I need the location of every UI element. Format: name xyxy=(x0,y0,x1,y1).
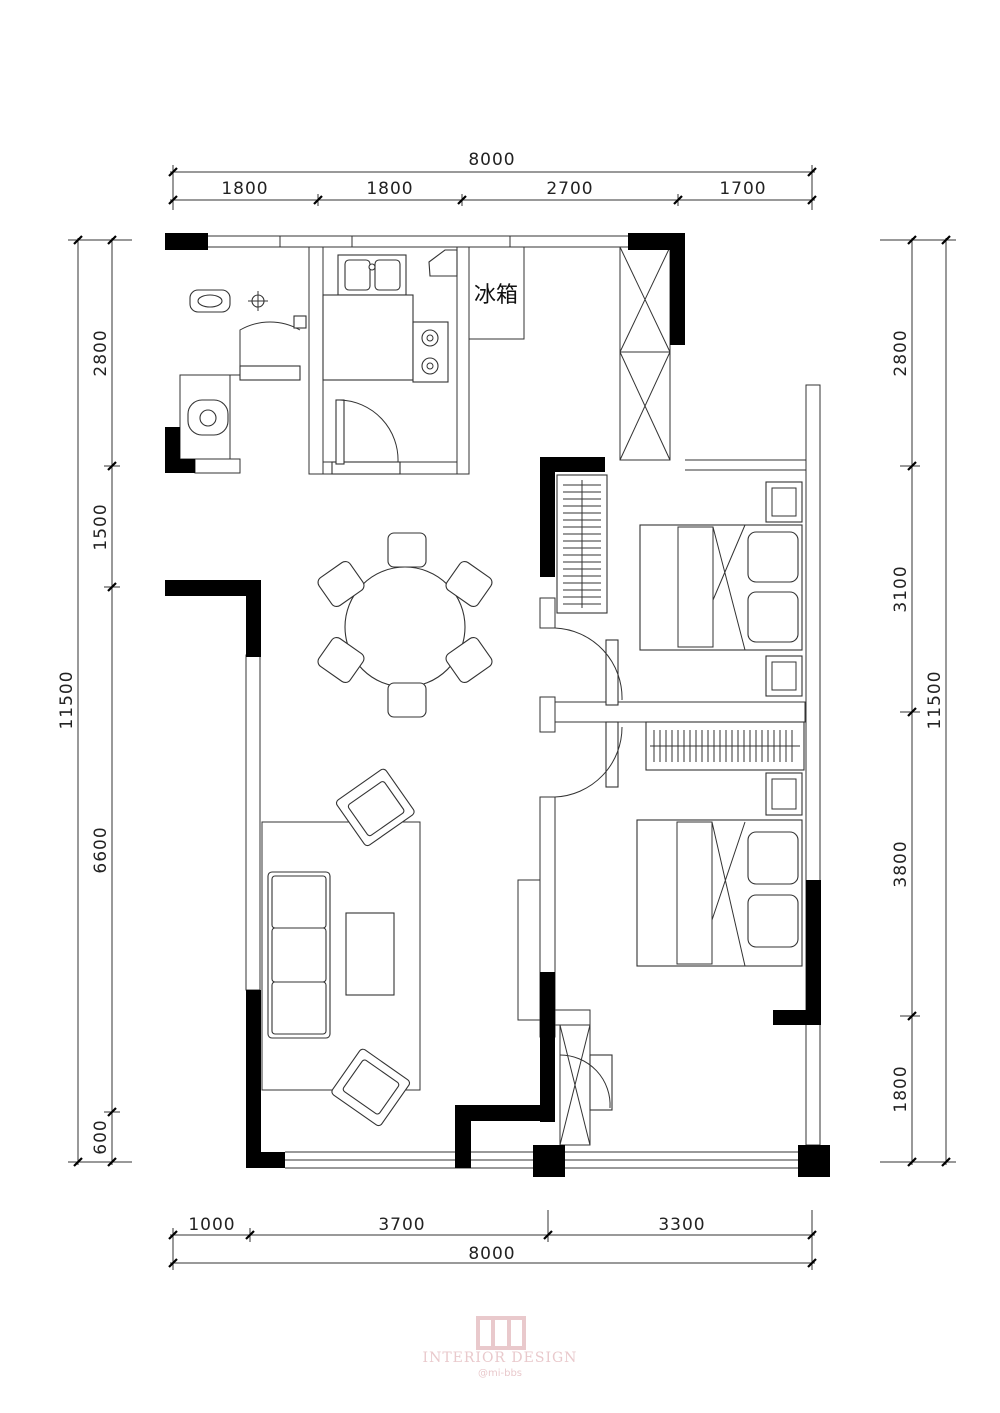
top-total-dimension: 8000 xyxy=(468,150,515,170)
dining-chairs xyxy=(317,532,493,718)
bottom-dimension-lines xyxy=(168,1210,817,1270)
right-dimension-1: 2800 xyxy=(891,329,911,376)
watermark-text: INTERIOR DESIGN xyxy=(423,1350,578,1366)
solid-walls xyxy=(165,233,830,1177)
floor-drain xyxy=(248,291,268,311)
bathroom-2-door xyxy=(559,1054,613,1111)
right-dimension-lines xyxy=(880,235,956,1167)
dining-chair xyxy=(387,682,427,718)
dining-chair xyxy=(317,636,365,684)
bedroom-2-door xyxy=(554,721,623,798)
left-dimension-1: 2800 xyxy=(91,329,111,376)
bottom-total-dimension: 8000 xyxy=(468,1244,515,1264)
bottom-dimension-3: 3300 xyxy=(658,1215,705,1235)
wardrobe-bedroom-2 xyxy=(645,721,805,771)
range-hood-corner xyxy=(428,249,458,277)
dining-chair xyxy=(445,560,493,608)
dining-chair xyxy=(317,560,365,608)
fridge-label: 冰箱 xyxy=(474,283,518,308)
armchair-top xyxy=(335,768,415,847)
left-dimension-2: 1500 xyxy=(91,503,111,550)
kitchen-sink xyxy=(337,254,407,296)
left-total-dimension: 11500 xyxy=(57,670,77,729)
squat-toilet xyxy=(189,289,231,313)
armchair-bottom xyxy=(331,1048,411,1127)
left-dimension-lines xyxy=(68,235,132,1167)
top-dimension-3: 2700 xyxy=(546,179,593,199)
bed-bedroom-1 xyxy=(639,524,803,651)
wardrobe-bedroom-1 xyxy=(556,474,608,614)
right-dimension-2: 3100 xyxy=(891,565,911,612)
nightstand-bedroom-2 xyxy=(765,772,803,816)
kitchen-counter-top xyxy=(322,294,414,381)
top-dimension-lines xyxy=(168,165,817,210)
watermark-logo xyxy=(476,1316,526,1350)
top-dimension-4: 1700 xyxy=(719,179,766,199)
wash-basin xyxy=(187,399,229,436)
watermark-subtext: @mi-bbs xyxy=(478,1368,522,1379)
right-dimension-4: 1800 xyxy=(891,1065,911,1112)
bathroom-door xyxy=(239,315,307,381)
bedroom-1-door xyxy=(554,627,623,706)
bottom-dimension-1: 1000 xyxy=(188,1215,235,1235)
top-dimension-1: 1800 xyxy=(221,179,268,199)
top-dimension-2: 1800 xyxy=(366,179,413,199)
bed-bedroom-2 xyxy=(636,819,803,967)
gas-stove xyxy=(412,321,449,383)
dining-chair xyxy=(387,532,427,568)
right-total-dimension: 11500 xyxy=(925,670,945,729)
right-dimension-3: 3800 xyxy=(891,840,911,887)
left-dimension-3: 6600 xyxy=(91,826,111,873)
dining-chair xyxy=(445,636,493,684)
nightstand-bedroom-1 xyxy=(765,481,803,697)
sofa xyxy=(267,871,331,1039)
left-dimension-4: 600 xyxy=(91,1119,111,1154)
coffee-table xyxy=(345,912,395,996)
bottom-dimension-2: 3700 xyxy=(378,1215,425,1235)
kitchen-door xyxy=(331,399,401,475)
